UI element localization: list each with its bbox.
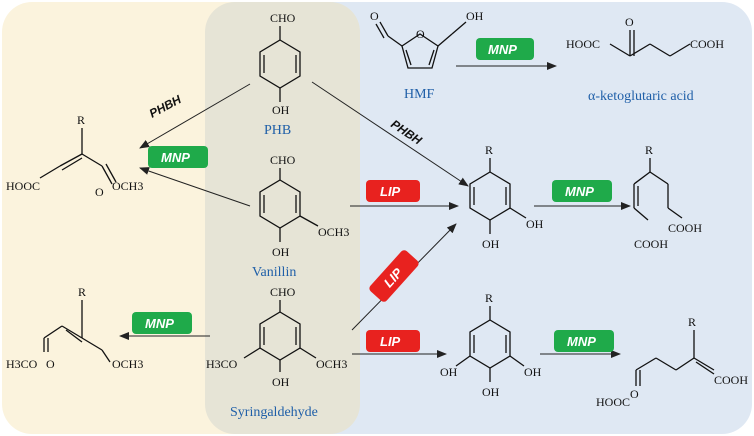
pyrogallol-oh-left: OH [440,365,458,379]
left-top-hooc: HOOC [6,179,40,193]
syr-cho: CHO [270,285,296,299]
right-bottom-product: R O HOOC COOH [596,315,748,409]
catechol-oh2: OH [482,237,500,251]
phb-cho: CHO [270,11,296,25]
akg-label: α-ketoglutaric acid [588,89,694,104]
pyrogallol-r: R [485,291,493,305]
hmf-label: HMF [404,87,435,102]
vanillin-label: Vanillin [252,265,296,280]
akg-cooh: COOH [690,37,724,51]
svg-text:LIP: LIP [380,334,401,349]
left-top-o: O [95,185,104,199]
left-top-och3: OCH3 [112,179,143,193]
svg-text:MNP: MNP [565,184,594,199]
muconic-r: R [645,143,653,157]
middle-panel [205,2,360,434]
pyrogallol-oh-bottom: OH [482,385,500,399]
muconic-cooh1: COOH [668,221,702,235]
enzyme-mnp-left-bottom: MNP [132,312,192,334]
muconic-acid-structure: R COOH COOH [633,143,702,251]
akg-structure: O HOOC COOH α-ketoglutaric acid [566,15,724,104]
left-top-r: R [77,113,85,127]
akg-o: O [625,15,634,29]
arrow-phb-to-catechol [311,81,469,187]
hmf-o-ring: O [416,27,425,41]
hmf-o-aldehyde: O [370,9,379,23]
left-bottom-h3co: H3CO [6,357,38,371]
enzyme-lip-syr: LIP [366,330,420,352]
enzyme-mnp-left-top: MNP [148,146,208,168]
svg-text:LIP: LIP [380,184,401,199]
left-bottom-och3: OCH3 [112,357,143,371]
phb-label: PHB [264,123,291,138]
vanillin-och3: OCH3 [318,225,349,239]
vanillin-cho: CHO [270,153,296,167]
akg-hooc: HOOC [566,37,600,51]
catechol-structure: R OH OH [469,143,544,251]
svg-text:MNP: MNP [161,150,190,165]
enzyme-mnp-hmf: MNP [476,38,534,60]
right-bottom-o: O [630,387,639,401]
catechol-oh1: OH [526,217,544,231]
pyrogallol-structure: R OH OH OH [440,291,542,399]
hmf-oh: OH [466,9,484,23]
left-product-top: R HOOC O OCH3 [6,113,143,199]
catechol-r: R [485,143,493,157]
syringaldehyde-label: Syringaldehyde [230,405,318,420]
vanillin-oh: OH [272,245,290,259]
svg-text:MNP: MNP [567,334,596,349]
left-bottom-r: R [78,285,86,299]
arrow-phb-to-left [139,83,251,149]
right-bottom-r: R [688,315,696,329]
syringaldehyde-structure: CHO OH OCH3 H3CO Syringaldehyde [206,285,347,420]
arrows [119,62,631,358]
svg-text:MNP: MNP [488,42,517,57]
right-bottom-cooh: COOH [714,373,748,387]
syr-h3co: H3CO [206,357,238,371]
syr-och3: OCH3 [316,357,347,371]
phb-oh: OH [272,103,290,117]
phb-structure: CHO OH PHB [259,11,301,138]
enzyme-mnp-pyrogallol: MNP [554,330,614,352]
enzyme-lip-vanillin: LIP [366,180,420,202]
syr-oh: OH [272,375,290,389]
right-bottom-hooc: HOOC [596,395,630,409]
vanillin-structure: CHO OH OCH3 Vanillin [252,153,349,280]
muconic-cooh2: COOH [634,237,668,251]
arrow-vanillin-to-left [139,167,251,207]
left-product-bottom: R H3CO O OCH3 [6,285,143,371]
pyrogallol-oh-right: OH [524,365,542,379]
left-bottom-o: O [46,357,55,371]
enzyme-mnp-catechol: MNP [552,180,612,202]
svg-text:MNP: MNP [145,316,174,331]
hmf-structure: O O OH HMF [370,9,484,102]
